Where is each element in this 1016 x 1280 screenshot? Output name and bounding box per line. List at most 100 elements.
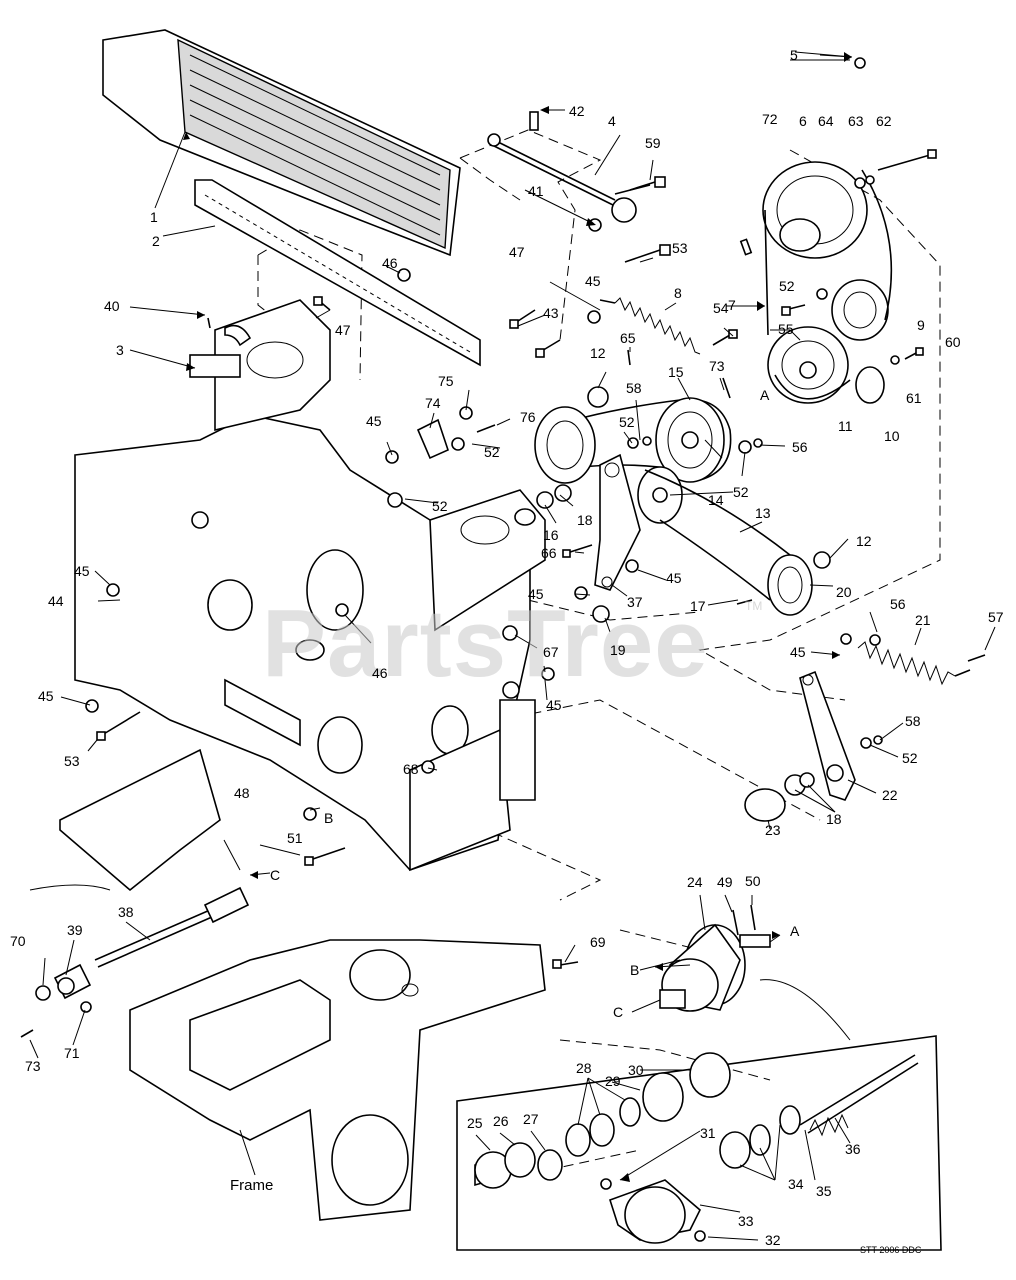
label-52d: 52 [733, 484, 749, 500]
label-62: 62 [876, 113, 892, 129]
label-45d: 45 [38, 688, 54, 704]
label-56a: 56 [792, 439, 808, 455]
label-24: 24 [687, 874, 703, 890]
part-lower-bracket [29, 748, 221, 892]
label-18b: 18 [826, 811, 842, 827]
watermark: PartsTree TM [262, 590, 762, 697]
label-28: 28 [576, 1060, 592, 1076]
label-60: 60 [945, 334, 961, 350]
label-9: 9 [917, 317, 925, 333]
label-17: 17 [690, 598, 706, 614]
ref-a-upper: A [760, 387, 770, 403]
part-spring-8 [599, 297, 701, 355]
ref-b-housing: B [630, 962, 639, 978]
label-52b: 52 [432, 498, 448, 514]
label-16: 16 [543, 527, 559, 543]
label-52a: 52 [484, 444, 500, 460]
label-45b: 45 [366, 413, 382, 429]
label-61: 61 [906, 390, 922, 406]
part-strip [194, 179, 481, 367]
label-56b: 56 [890, 596, 906, 612]
watermark-text: PartsTree [262, 590, 709, 697]
label-3: 3 [116, 342, 124, 358]
label-27: 27 [523, 1111, 539, 1127]
label-47b: 47 [335, 322, 351, 338]
part-gear-housing [659, 904, 851, 1041]
label-1: 1 [150, 209, 158, 225]
label-38: 38 [118, 904, 134, 920]
label-45c: 45 [74, 563, 90, 579]
bolts [20, 149, 986, 1038]
label-5: 5 [790, 47, 798, 63]
label-45a: 45 [585, 273, 601, 289]
label-73a: 73 [709, 358, 725, 374]
label-58b: 58 [905, 713, 921, 729]
label-29: 29 [605, 1073, 621, 1089]
ref-b-panel: B [324, 810, 333, 826]
label-43: 43 [543, 305, 559, 321]
part-grille [102, 29, 461, 257]
label-52e: 52 [779, 278, 795, 294]
label-46a: 46 [382, 255, 398, 271]
label-31: 31 [700, 1125, 716, 1141]
label-21: 21 [915, 612, 931, 628]
label-51: 51 [287, 830, 303, 846]
label-20: 20 [836, 584, 852, 600]
label-18a: 18 [577, 512, 593, 528]
label-42: 42 [569, 103, 585, 119]
label-65: 65 [620, 330, 636, 346]
label-57: 57 [988, 609, 1004, 625]
label-63: 63 [848, 113, 864, 129]
label-25: 25 [467, 1115, 483, 1131]
label-53a: 53 [672, 240, 688, 256]
label-45h: 45 [790, 644, 806, 660]
label-7: 7 [728, 297, 736, 313]
ref-c-shaft: C [270, 867, 280, 883]
label-2: 2 [152, 233, 160, 249]
leader-lines [29, 54, 996, 1241]
label-8: 8 [674, 285, 682, 301]
label-59: 59 [645, 135, 661, 151]
label-19: 19 [610, 642, 626, 658]
label-66: 66 [541, 545, 557, 561]
label-50: 50 [745, 873, 761, 889]
label-4: 4 [608, 113, 616, 129]
label-6: 6 [799, 113, 807, 129]
label-45g: 45 [546, 697, 562, 713]
label-14: 14 [708, 492, 724, 508]
label-70: 70 [10, 933, 26, 949]
label-71: 71 [64, 1045, 80, 1061]
part-idler-arm [594, 453, 641, 591]
label-74: 74 [425, 395, 441, 411]
label-39: 39 [67, 922, 83, 938]
detail-box [456, 1035, 942, 1251]
label-52c: 52 [619, 414, 635, 430]
label-13: 13 [755, 505, 771, 521]
label-12b: 12 [856, 533, 872, 549]
label-26: 26 [493, 1113, 509, 1129]
label-64: 64 [818, 113, 834, 129]
label-48: 48 [234, 785, 250, 801]
part-drive-shaft [53, 886, 250, 1000]
label-30: 30 [628, 1062, 644, 1078]
label-53b: 53 [64, 753, 80, 769]
label-22: 22 [882, 787, 898, 803]
part-upper-pulley-assembly [762, 161, 893, 404]
label-41: 41 [528, 183, 544, 199]
label-40: 40 [104, 298, 120, 314]
drawing-code: STT 2006 DDC [860, 1245, 922, 1255]
part-arm-22 [799, 670, 856, 801]
label-15: 15 [668, 364, 684, 380]
label-75: 75 [438, 373, 454, 389]
part-linkage-rod [487, 111, 651, 232]
label-34: 34 [788, 1176, 804, 1192]
label-46b: 46 [372, 665, 388, 681]
label-49: 49 [717, 874, 733, 890]
label-76: 76 [520, 409, 536, 425]
label-frame: Frame [230, 1177, 273, 1194]
part-middle-pulley-assembly [534, 386, 831, 616]
label-33: 33 [738, 1213, 754, 1229]
arrows [183, 51, 853, 1182]
label-32: 32 [765, 1232, 781, 1248]
